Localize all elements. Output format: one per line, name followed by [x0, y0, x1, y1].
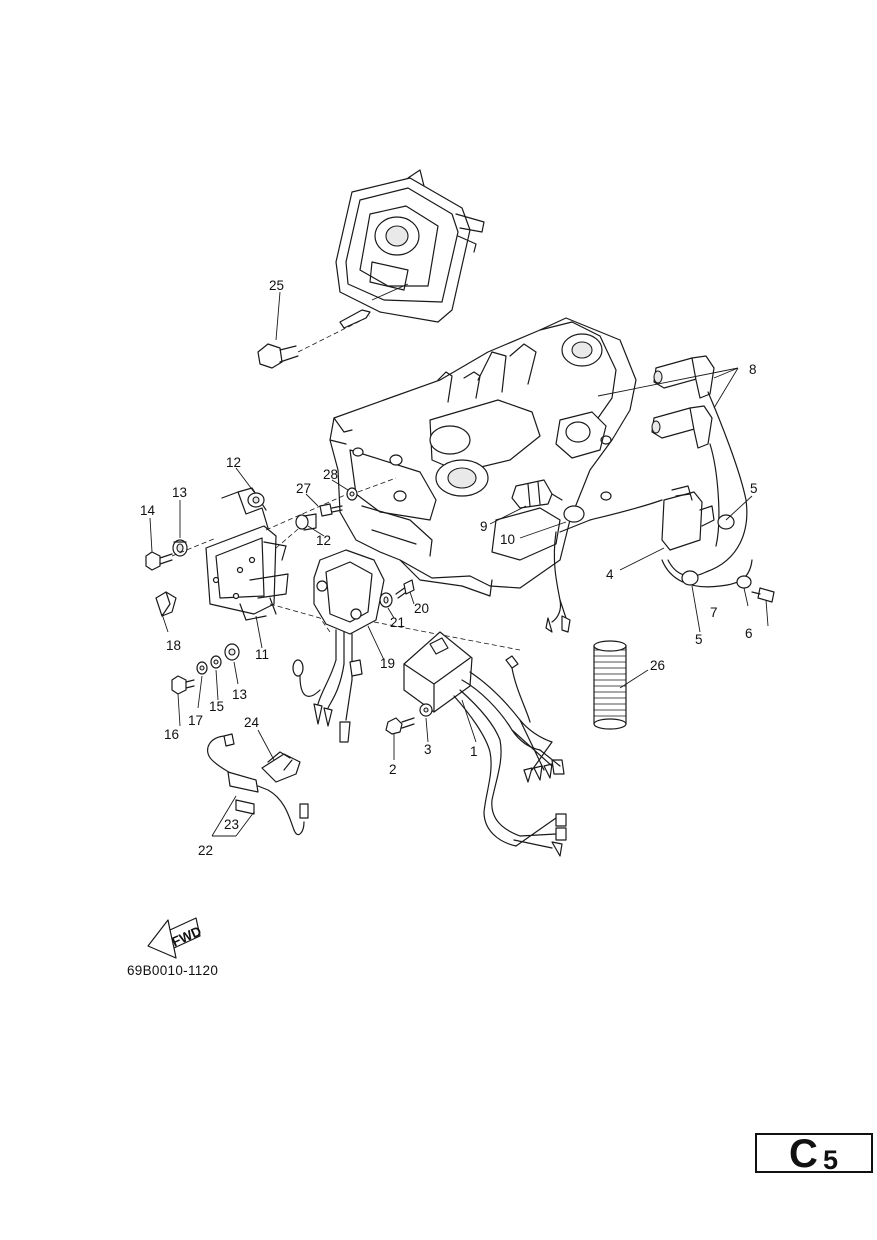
lead-22-part [207, 733, 309, 836]
ignition-coil-4-part [589, 391, 775, 603]
callout-19: 19 [380, 656, 395, 671]
plug-cap-8-part [651, 355, 715, 449]
page-index-box: C 5 [755, 1132, 873, 1176]
clip-18-part [155, 591, 177, 617]
callout-6: 6 [745, 626, 753, 641]
bolt-16-part [171, 675, 195, 695]
diagram-code: 69B0010-1120 [127, 963, 219, 978]
callout-22: 22 [198, 843, 213, 858]
washer-15-part [210, 655, 222, 669]
callout-12a: 12 [226, 455, 241, 470]
callout-17: 17 [188, 713, 203, 728]
callout-21: 21 [390, 615, 405, 630]
sleeve-26-part [593, 640, 627, 730]
callout-23: 23 [224, 817, 239, 832]
callout-3: 3 [424, 742, 432, 757]
callout-28: 28 [323, 467, 338, 482]
bolt-20-part [395, 579, 415, 599]
callout-15: 15 [209, 699, 224, 714]
callout-9: 9 [480, 519, 488, 534]
callout-24: 24 [244, 715, 260, 730]
sensor-9-part [511, 479, 585, 523]
grommet-12-part [247, 492, 317, 531]
callout-10: 10 [500, 532, 515, 547]
callout-1: 1 [470, 744, 478, 759]
control-unit-1-part [403, 631, 567, 857]
washer-3-part [419, 703, 433, 717]
callout-18: 18 [166, 638, 181, 653]
callout-12b: 12 [316, 533, 331, 548]
washer-21-part [379, 592, 393, 608]
bracket-11-part [205, 487, 353, 633]
leader-lines [149, 291, 769, 837]
grommet-13b-part [224, 643, 240, 661]
bolt-27-part [319, 503, 343, 517]
ground-lead-10-part [545, 519, 591, 633]
callout-13b: 13 [232, 687, 247, 702]
bolt-25-part [257, 283, 409, 369]
grommet-13-part [172, 539, 188, 557]
head-cover-part [335, 169, 485, 323]
clip-24-part [261, 751, 301, 783]
callout-16: 16 [164, 727, 179, 742]
callout-5b: 5 [695, 632, 703, 647]
callout-25: 25 [269, 278, 284, 293]
washer-28-part [346, 477, 397, 501]
callout-8: 8 [749, 362, 757, 377]
callout-4: 4 [606, 567, 614, 582]
callout-26: 26 [650, 658, 665, 673]
page-index-number: 5 [823, 1145, 839, 1175]
callout-27: 27 [296, 481, 311, 496]
callout-5a: 5 [750, 481, 758, 496]
callout-2: 2 [389, 762, 397, 777]
bolt-2-part [385, 717, 415, 735]
cdi-unit-19-part [292, 549, 521, 743]
engine-block-part [329, 317, 637, 597]
page-index-letter: C [789, 1132, 818, 1176]
callout-13a: 13 [172, 485, 187, 500]
fwd-arrow-icon: FWD [147, 917, 204, 959]
washer-17-part [196, 661, 208, 675]
callout-14: 14 [140, 503, 156, 518]
callout-11: 11 [255, 647, 269, 662]
callout-7: 7 [710, 605, 718, 620]
callout-labels: 1 2 3 4 5 5 6 7 8 9 10 11 12 12 13 13 14… [140, 278, 758, 858]
callout-20: 20 [414, 601, 429, 616]
